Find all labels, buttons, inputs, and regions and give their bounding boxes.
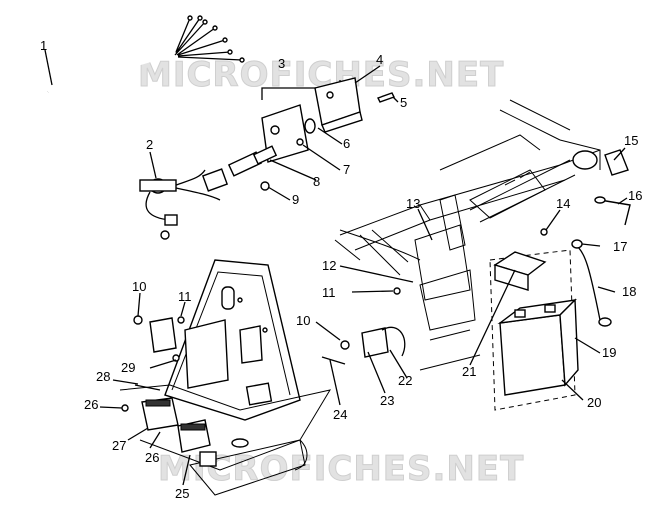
callout-10b: 10 <box>296 313 310 328</box>
callout-14: 14 <box>556 196 570 211</box>
callout-16: 16 <box>628 188 642 203</box>
callout-19: 19 <box>602 345 616 360</box>
callout-29: 29 <box>121 360 135 375</box>
callout-23: 23 <box>380 393 394 408</box>
electrical-mount-plate <box>119 259 332 496</box>
callout-21: 21 <box>462 364 476 379</box>
watermark-top: MICROFICHES.NET <box>138 55 504 95</box>
callout-11b: 11 <box>322 285 336 300</box>
callout-17: 17 <box>613 239 627 254</box>
watermark-bottom: MICROFICHES.NET <box>158 449 524 489</box>
callout-2: 2 <box>146 137 153 152</box>
callout-24: 24 <box>333 407 347 422</box>
callout-labels: 1 2 3 4 5 6 7 8 9 10 10 11 11 12 13 14 1… <box>40 38 642 501</box>
tail-light-assembly <box>227 77 395 191</box>
callout-28: 28 <box>96 369 110 384</box>
callout-10a: 10 <box>132 279 146 294</box>
leader-lines <box>44 49 628 486</box>
callout-8: 8 <box>313 174 320 189</box>
switch-bracket <box>321 287 406 365</box>
connector-sub-harness <box>139 168 229 240</box>
connector-blocks <box>121 384 217 467</box>
callout-27: 27 <box>112 438 126 453</box>
callout-15: 15 <box>624 133 638 148</box>
battery <box>489 249 579 411</box>
callout-26a: 26 <box>84 397 98 412</box>
chassis-frame <box>334 99 601 371</box>
callout-11a: 11 <box>178 289 192 304</box>
callout-25: 25 <box>175 486 189 501</box>
callout-3: 3 <box>278 56 285 71</box>
callout-20: 20 <box>587 395 601 410</box>
callout-4: 4 <box>376 52 383 67</box>
relay-module <box>133 315 185 362</box>
callout-6: 6 <box>343 136 350 151</box>
callout-1: 1 <box>40 38 47 53</box>
callout-13: 13 <box>406 196 420 211</box>
callout-7: 7 <box>343 162 350 177</box>
callout-18: 18 <box>622 284 636 299</box>
battery-cables <box>540 149 631 327</box>
callout-5: 5 <box>400 95 407 110</box>
callout-22: 22 <box>398 373 412 388</box>
callout-9: 9 <box>292 192 299 207</box>
wiring-harness <box>38 15 245 189</box>
callout-26b: 26 <box>145 450 159 465</box>
callout-12: 12 <box>322 258 336 273</box>
